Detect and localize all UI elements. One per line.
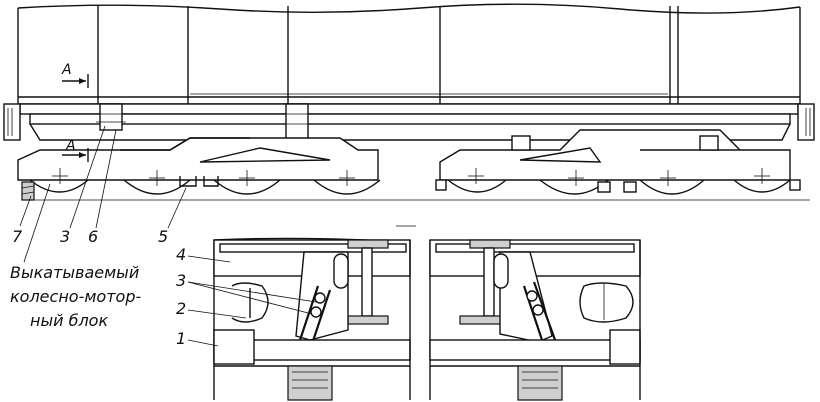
section-mark-a-top: А (61, 62, 72, 78)
caption-line-2: колесно-мотор- (10, 287, 141, 306)
leader-lines-main (19, 125, 187, 263)
detail-callout-3: 3 (176, 271, 186, 290)
caption-line-1: Выкатываемый (10, 263, 139, 282)
detail-callout-2: 2 (176, 299, 186, 318)
callout-3: 3 (60, 227, 70, 246)
detail-callout-4: 4 (176, 245, 186, 264)
callout-6: 6 (88, 227, 98, 246)
bogie-right (435, 129, 801, 195)
section-detail-right (429, 239, 641, 401)
callout-5: 5 (158, 227, 168, 246)
section-detail-left (213, 237, 411, 401)
caption-line-3: ный блок (30, 311, 108, 330)
car-body: А (3, 3, 815, 141)
bogie-left: А (17, 137, 381, 201)
section-mark-a-mid: А (65, 138, 76, 154)
callout-7: 7 (12, 227, 23, 246)
leader-lines-detail (187, 255, 317, 347)
detail-callout-1: 1 (176, 329, 186, 348)
